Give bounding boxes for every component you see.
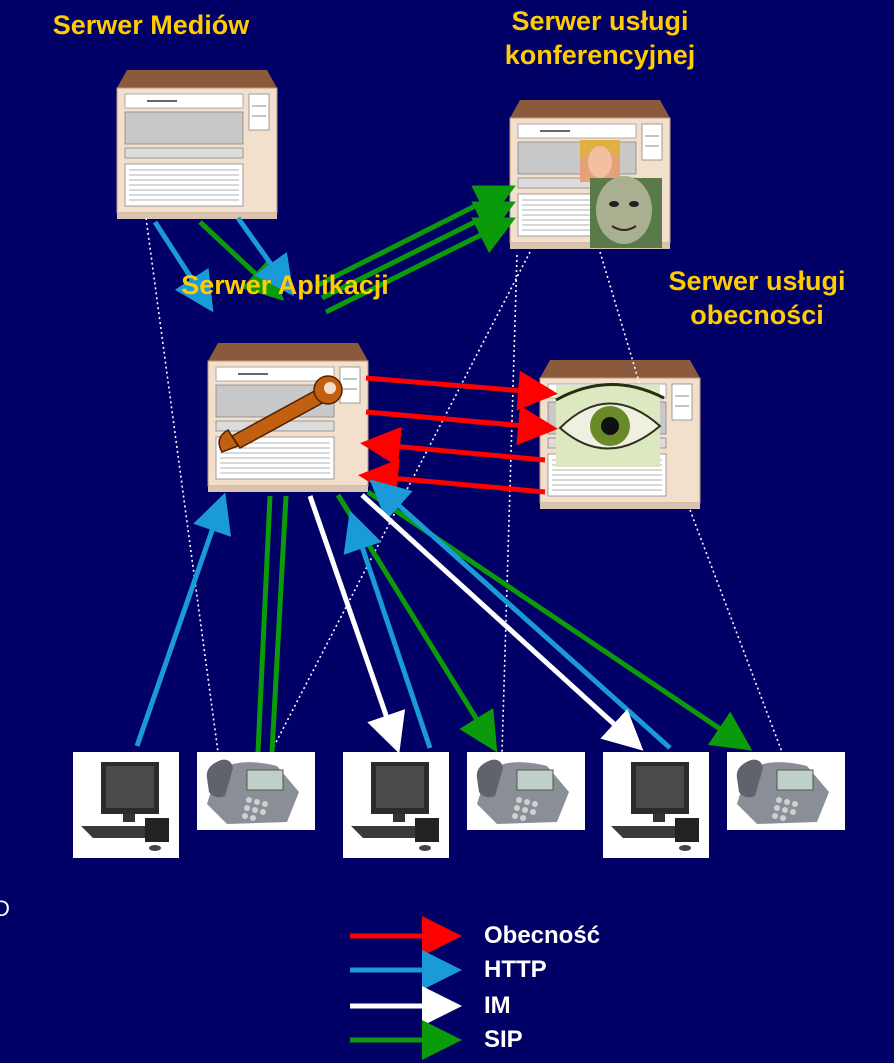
wrench-icon (218, 375, 343, 453)
media-server-icon (116, 69, 278, 220)
eye-icon (555, 383, 665, 467)
conference-server-label-line2: konferencyjnej (504, 40, 696, 70)
desk-phone-icon (726, 751, 846, 831)
face-avatar-icon (580, 140, 662, 248)
legend-label-presence: Obecność (484, 922, 601, 949)
legend-label-sip: SIP (484, 1026, 523, 1053)
presence-server-label-line1: Serwer usługi (668, 266, 846, 296)
stray-letter: D (0, 896, 10, 921)
conference-server-label-line1: Serwer usługi (511, 6, 689, 36)
presence-server-label-line2: obecności (690, 300, 824, 330)
conference-server-label: Serwer usługi konferencyjnej (450, 4, 750, 72)
media-server-label: Serwer Mediów (52, 10, 250, 40)
app-server-label: Serwer Aplikacji (181, 270, 389, 300)
desk-phone-icon (196, 751, 316, 831)
presence-server-label: Serwer usługi obecności (620, 264, 894, 332)
legend-label-im: IM (484, 992, 511, 1019)
desk-phone-icon (466, 751, 586, 831)
desktop-computer-icon (343, 752, 449, 858)
desktop-computer-icon (603, 752, 709, 858)
legend-label-http: HTTP (484, 956, 547, 983)
desktop-computer-icon (73, 752, 179, 858)
